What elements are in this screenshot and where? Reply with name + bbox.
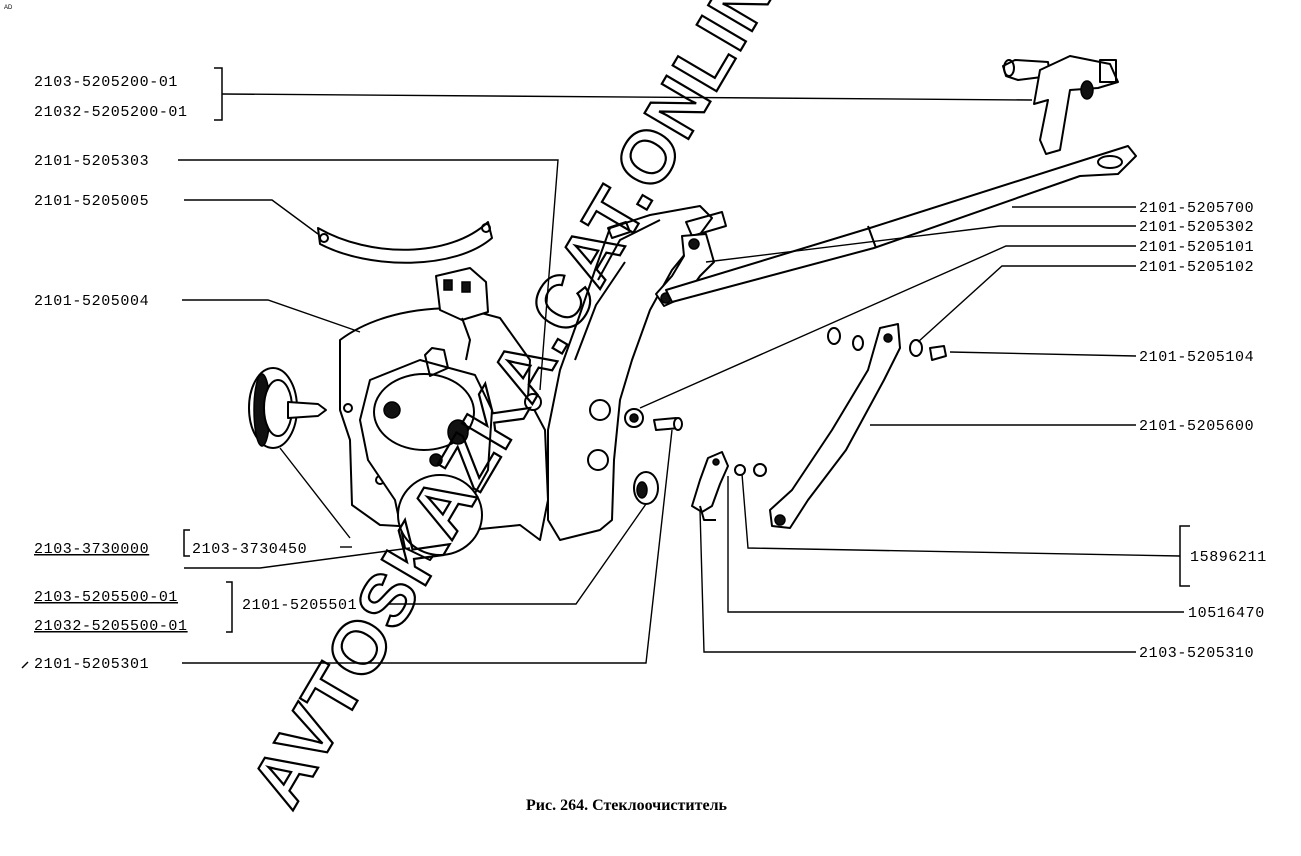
label-2101-5205302: 2101-5205302 <box>1139 219 1254 236</box>
link-rod-short <box>769 323 901 529</box>
label-2101-5205104: 2101-5205104 <box>1139 349 1254 366</box>
label-2101-5205501: 2101-5205501 <box>242 597 357 614</box>
parts-drawing <box>248 55 1137 561</box>
corner-mark: AD <box>4 5 13 11</box>
connector-plug <box>435 267 489 361</box>
label-2101-5205102: 2101-5205102 <box>1139 259 1254 276</box>
figure-caption: Рис. 264. Стеклоочиститель <box>526 797 728 814</box>
label-21032-5205500-01: 21032-5205500-01 <box>34 618 188 635</box>
bolt <box>653 417 683 431</box>
label-2103-5205500-01: 2103-5205500-01 <box>34 589 178 606</box>
small-crank <box>691 451 767 521</box>
label-21032-5205200-01: 21032-5205200-01 <box>34 104 188 121</box>
label-2101-5205004: 2101-5205004 <box>34 293 149 310</box>
label-2103-3730450: 2103-3730450 <box>192 541 307 558</box>
label-2101-5205600: 2101-5205600 <box>1139 418 1254 435</box>
rubber-bushing <box>633 471 659 505</box>
label-10516470: 10516470 <box>1188 605 1265 622</box>
washers-bushings <box>827 327 947 361</box>
label-2103-5205200-01: 2103-5205200-01 <box>34 74 178 91</box>
label-2103-3730000: 2103-3730000 <box>34 541 149 558</box>
part-labels: 2103-5205200-01 21032-5205200-01 2101-52… <box>34 74 1267 673</box>
label-2103-5205310: 2103-5205310 <box>1139 645 1254 662</box>
label-2101-5205700: 2101-5205700 <box>1139 200 1254 217</box>
label-2101-5205101: 2101-5205101 <box>1139 239 1254 256</box>
label-2101-5205301: 2101-5205301 <box>34 656 149 673</box>
leader-lines <box>21 67 1190 669</box>
label-15896211: 15896211 <box>1190 549 1267 566</box>
worm-gear <box>248 367 327 449</box>
wiper-pivot-assembly <box>1002 55 1119 155</box>
motor-cover <box>317 221 493 264</box>
wiper-frame <box>524 205 727 541</box>
label-2101-5205303: 2101-5205303 <box>34 153 149 170</box>
motor-body <box>359 347 493 561</box>
label-2101-5205005: 2101-5205005 <box>34 193 149 210</box>
link-rod-long <box>665 145 1137 303</box>
